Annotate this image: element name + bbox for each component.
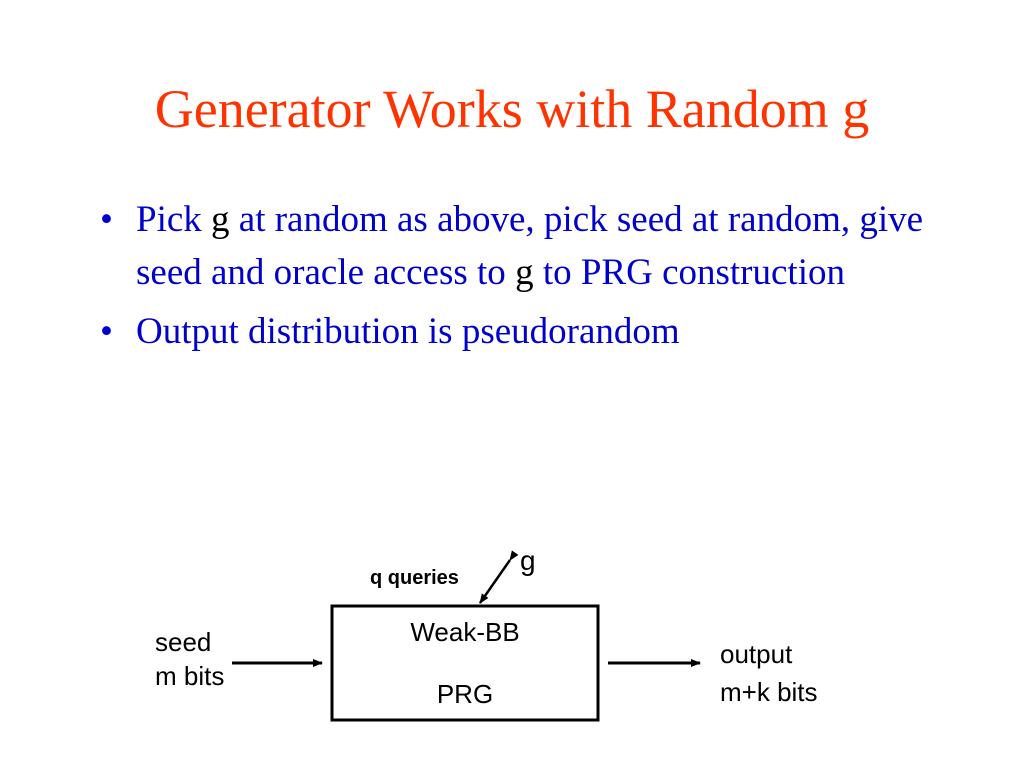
bullet-1-text-b: at random as above, pick seed at random,… [136,199,924,293]
output-label-line1: output [720,639,793,669]
bullet-2-text: Output distribution is pseudorandom [136,311,680,352]
output-label-line2: m+k bits [720,677,818,707]
box-label-line1: Weak-BB [410,617,520,647]
bullet-1-text-a: Pick [136,199,212,240]
output-label: output m+k bits [720,635,818,711]
bullet-list: • Pick g at random as above, pick seed a… [100,193,970,364]
queries-label: q queries [370,567,459,589]
slide-title: Generator Works with Random g [154,79,870,139]
bullet-marker: • [100,311,113,352]
input-label: seed m bits [155,625,224,693]
box-label-line2: PRG [436,679,494,709]
bullet-1-g-symbol: g [211,199,230,240]
prg-box [330,604,600,722]
bullet-1-text-c: to PRG construction [533,252,845,293]
bullet-1-g-symbol-2: g [515,252,534,293]
bullet-marker: • [100,199,113,240]
oracle-g-label: g [520,545,536,576]
query-arrow [478,550,519,604]
input-label-line2: m bits [155,661,225,691]
bullet-item-1: • Pick g at random as above, pick seed a… [100,193,970,299]
input-label-line1: seed [155,627,212,657]
bullet-item-2: • Output distribution is pseudorandom [100,305,970,358]
